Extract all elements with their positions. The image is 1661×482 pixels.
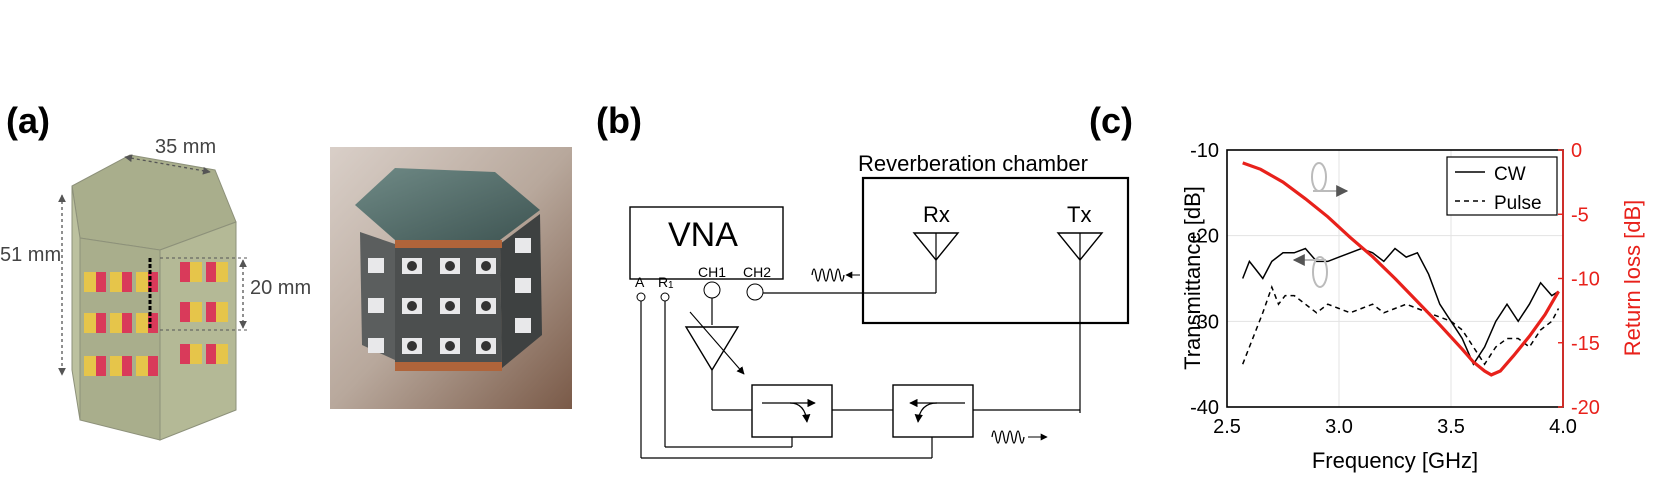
patch-red (148, 272, 158, 292)
patch-yellow (216, 262, 228, 282)
photo-patch-element (481, 261, 491, 271)
patch-yellow (110, 356, 122, 376)
x-tick-label: 4.0 (1549, 416, 1577, 438)
patch-red (122, 356, 132, 376)
patch-red (148, 356, 158, 376)
y-right-tick-label: -20 (1571, 397, 1600, 419)
y-right-tick-label: -10 (1571, 269, 1600, 291)
patch-yellow (216, 344, 228, 364)
dim-width-label: 35 mm (155, 136, 216, 158)
patch-yellow (84, 313, 96, 333)
x-tick-label: 3.5 (1437, 416, 1465, 438)
series-line-cw (1242, 247, 1559, 366)
patch-yellow (190, 302, 202, 322)
photo-patch-element (407, 341, 417, 351)
vna-label: VNA (668, 216, 738, 254)
panel-b-label: (b) (596, 100, 642, 141)
photo-patch (515, 238, 531, 253)
vna-box (629, 206, 784, 280)
coupler-1 (751, 384, 833, 438)
photo-patch (368, 338, 384, 353)
port-a-label: A (635, 274, 645, 290)
patch-red (122, 313, 132, 333)
chart-legend: CW Pulse (1446, 156, 1558, 216)
patch-red (96, 272, 106, 292)
hexagonal-prism-model (71, 154, 237, 441)
port-r-label: R (658, 274, 668, 290)
patch-yellow (110, 272, 122, 292)
series-line-pulse (1242, 284, 1560, 366)
patch-red (96, 356, 106, 376)
chamber-label: Reverberation chamber (858, 151, 1088, 176)
series-line-return-loss (1242, 161, 1560, 377)
coupler-2 (892, 384, 974, 438)
panel-c-label: (c) (1089, 100, 1133, 141)
patch-yellow (136, 356, 148, 376)
x-axis-label: Frequency [GHz] (1312, 448, 1478, 473)
x-tick-label: 3.0 (1325, 416, 1353, 438)
photo-patch (368, 258, 384, 273)
prototype-photo (330, 147, 572, 409)
port-ch1-label: CH1 (698, 264, 726, 280)
patch-red (206, 302, 216, 322)
amplifier (684, 326, 740, 372)
patch-yellow (84, 356, 96, 376)
patch-red (206, 262, 216, 282)
measurement-setup-diagram: VNA A R 1 CH1 CH2 Reverberation chamber … (629, 151, 1130, 459)
patch-red (122, 272, 132, 292)
x-tick-label: 2.5 (1213, 416, 1241, 438)
patch-red (96, 313, 106, 333)
port-r-subscript: 1 (668, 280, 674, 291)
legend-label-pulse: Pulse (1494, 193, 1542, 214)
photo-patch-element (481, 301, 491, 311)
photo-patch-element (445, 301, 455, 311)
photo-patch (368, 298, 384, 313)
dim-height-label: 51 mm (0, 244, 61, 266)
y-axis-right-label: Return loss [dB] (1620, 200, 1645, 357)
rx-label: Rx (923, 202, 950, 227)
patch-red (180, 262, 190, 282)
y-right-tick-label: -5 (1571, 204, 1589, 226)
y-left-tick-label: -10 (1190, 140, 1219, 162)
patch-yellow (190, 262, 202, 282)
tx-label: Tx (1067, 202, 1091, 227)
patch-yellow (190, 344, 202, 364)
patch-yellow (84, 272, 96, 292)
y-right-tick-label: -15 (1571, 333, 1600, 355)
photo-patch-element (407, 301, 417, 311)
photo-patch-element (445, 341, 455, 351)
patch-yellow (110, 313, 122, 333)
photo-patch (515, 318, 531, 333)
patch-red (180, 344, 190, 364)
patch-red (206, 344, 216, 364)
y-axis-left-label: Transmittance [dB] (1180, 186, 1205, 370)
legend-label-cw: CW (1494, 164, 1526, 185)
y-right-tick-label: 0 (1571, 140, 1582, 162)
dim-spacing-label: 20 mm (250, 277, 311, 299)
panel-a-label: (a) (6, 100, 50, 141)
photo-patch-element (407, 261, 417, 271)
y-left-tick-label: -30 (1190, 311, 1219, 333)
photo-patch-element (481, 341, 491, 351)
port-ch2-label: CH2 (743, 264, 771, 280)
patch-red (180, 302, 190, 322)
y-left-tick-label: -20 (1190, 226, 1219, 248)
patch-red (148, 313, 158, 333)
chart: 2.5 3.0 3.5 4.0 -10 -20 -30 -40 0 -5 -10 -15 -20 Fre… (1180, 140, 1645, 473)
patch-yellow (136, 313, 148, 333)
photo-patch-element (445, 261, 455, 271)
photo-patch (515, 278, 531, 293)
reverberation-chamber-box (861, 176, 1130, 325)
y-left-tick-label: -40 (1190, 397, 1219, 419)
patch-yellow (216, 302, 228, 322)
patch-yellow (136, 272, 148, 292)
